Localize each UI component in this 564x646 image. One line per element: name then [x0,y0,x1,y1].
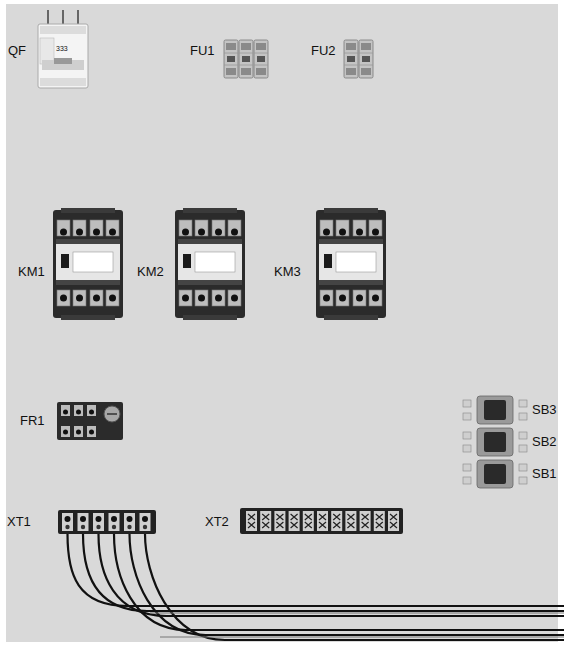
part-name: XT2 [205,515,229,528]
part-name: KM2 [137,265,164,278]
thermal-relay [57,402,123,440]
push-button [463,396,527,488]
contactor [175,208,245,320]
part-name: SB1 [532,467,557,480]
part-name: KM1 [18,265,45,278]
part-name: FU2 [311,44,336,57]
part-name: FU1 [190,44,215,57]
part-name: KM3 [274,265,301,278]
part-name: QF [8,44,26,57]
part-name: XT1 [7,515,31,528]
fuse-holder [344,40,373,78]
mounting-plate [6,4,558,642]
rating-marking: 333 [56,45,68,52]
terminal-block [58,510,156,534]
contactor [316,208,386,320]
part-name: SB2 [532,435,557,448]
terminal-block [240,508,403,534]
cable [68,534,564,640]
contactor [53,208,123,320]
part-name: FR1 [20,414,45,427]
fuse-holder [224,40,268,78]
circuit-breaker [38,10,88,88]
part-name: SB3 [532,403,557,416]
